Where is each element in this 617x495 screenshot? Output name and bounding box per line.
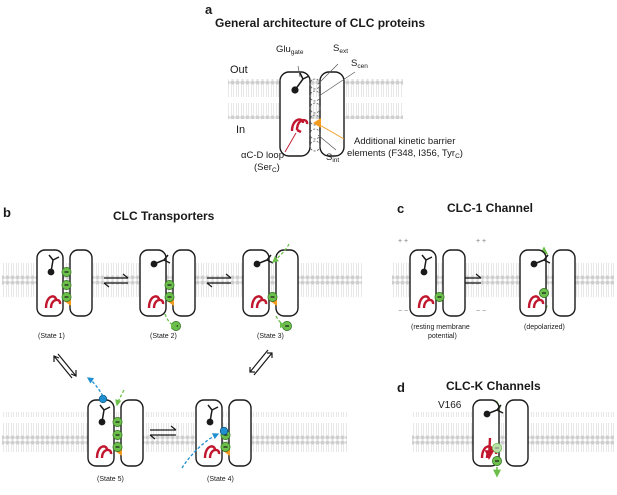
chloride-ion-released [282,321,292,331]
chloride-ion-icon [164,280,175,290]
chloride-ion-icon [539,288,549,298]
state-1-label: (State 1) [38,333,65,340]
membrane-b-bottom [2,412,347,452]
state-5-label: (State 5) [97,476,124,483]
resting-label-line-2: potential) [428,333,457,340]
chloride-ion-icon [434,292,445,302]
panel-a-title: General architecture of CLC proteins [215,16,426,30]
chloride-ion-icon [61,267,72,277]
state-3-label: (State 3) [257,333,284,340]
panel-b-title: CLC Transporters [113,209,215,223]
minus-charges-left: − − [398,308,409,315]
clc1-channel-resting [409,249,466,317]
s-ext-label: Sext [333,43,349,55]
transporter-state-2 [139,249,196,317]
state-4-label: (State 4) [207,476,234,483]
out-label: Out [230,64,248,76]
equilibrium-arrows-icon [149,425,177,440]
in-label: In [236,124,246,136]
panel-c-letter: c [397,201,405,216]
chloride-ion-icon [112,430,123,440]
chloride-ion-icon [164,292,175,302]
clc-protein-a [279,71,345,157]
loop-label-line-1: αC-D loop [241,150,284,161]
chloride-ion-icon [112,442,123,452]
equilibrium-arrows-icon [249,349,273,376]
minus-charges-right: − − [476,308,487,315]
transporter-state-5 [87,394,144,467]
membrane-a [228,79,403,119]
plus-charges-right: + + [476,238,487,245]
transporter-state-4 [195,399,252,467]
panel-d-title: CLC-K Channels [446,379,541,393]
barrier-label-line-2: elements (F348, I356, TyrC) [347,148,463,160]
depolarized-label: (depolarized) [524,324,565,331]
equilibrium-arrows-icon [206,273,232,288]
proton-icon [98,394,108,404]
chloride-ion-icon [492,456,502,466]
panel-d-letter: d [397,380,405,395]
panel-a-letter: a [205,2,213,17]
equilibrium-arrows-icon [53,353,77,379]
s-cen-label: Scen [351,58,368,70]
s-int-label: Sint [326,152,340,164]
equilibrium-arrows-icon [103,273,129,288]
chloride-ion-icon [220,442,231,452]
v166-label: V166 [438,400,462,411]
chloride-ion-icon [61,280,72,290]
barrier-label-line-1: Additional kinetic barrier [354,136,456,147]
transporter-state-3 [242,249,299,317]
transporter-state-1 [36,249,93,317]
glu-gate-label: Glugate [276,44,304,56]
state-2-label: (State 2) [150,333,177,340]
proton-icon [219,426,229,436]
chloride-ion-icon [61,292,72,302]
chloride-ion-icon [267,292,278,302]
clc1-channel-depolarized [519,249,576,317]
panel-c-title: CLC-1 Channel [447,201,534,215]
loop-label-line-2: (SerC) [254,162,280,174]
panel-b-letter: b [3,205,11,220]
plus-charges-left: + + [398,238,409,245]
chloride-ion-icon [112,417,123,427]
resting-label-line-1: (resting membrane [411,324,470,331]
